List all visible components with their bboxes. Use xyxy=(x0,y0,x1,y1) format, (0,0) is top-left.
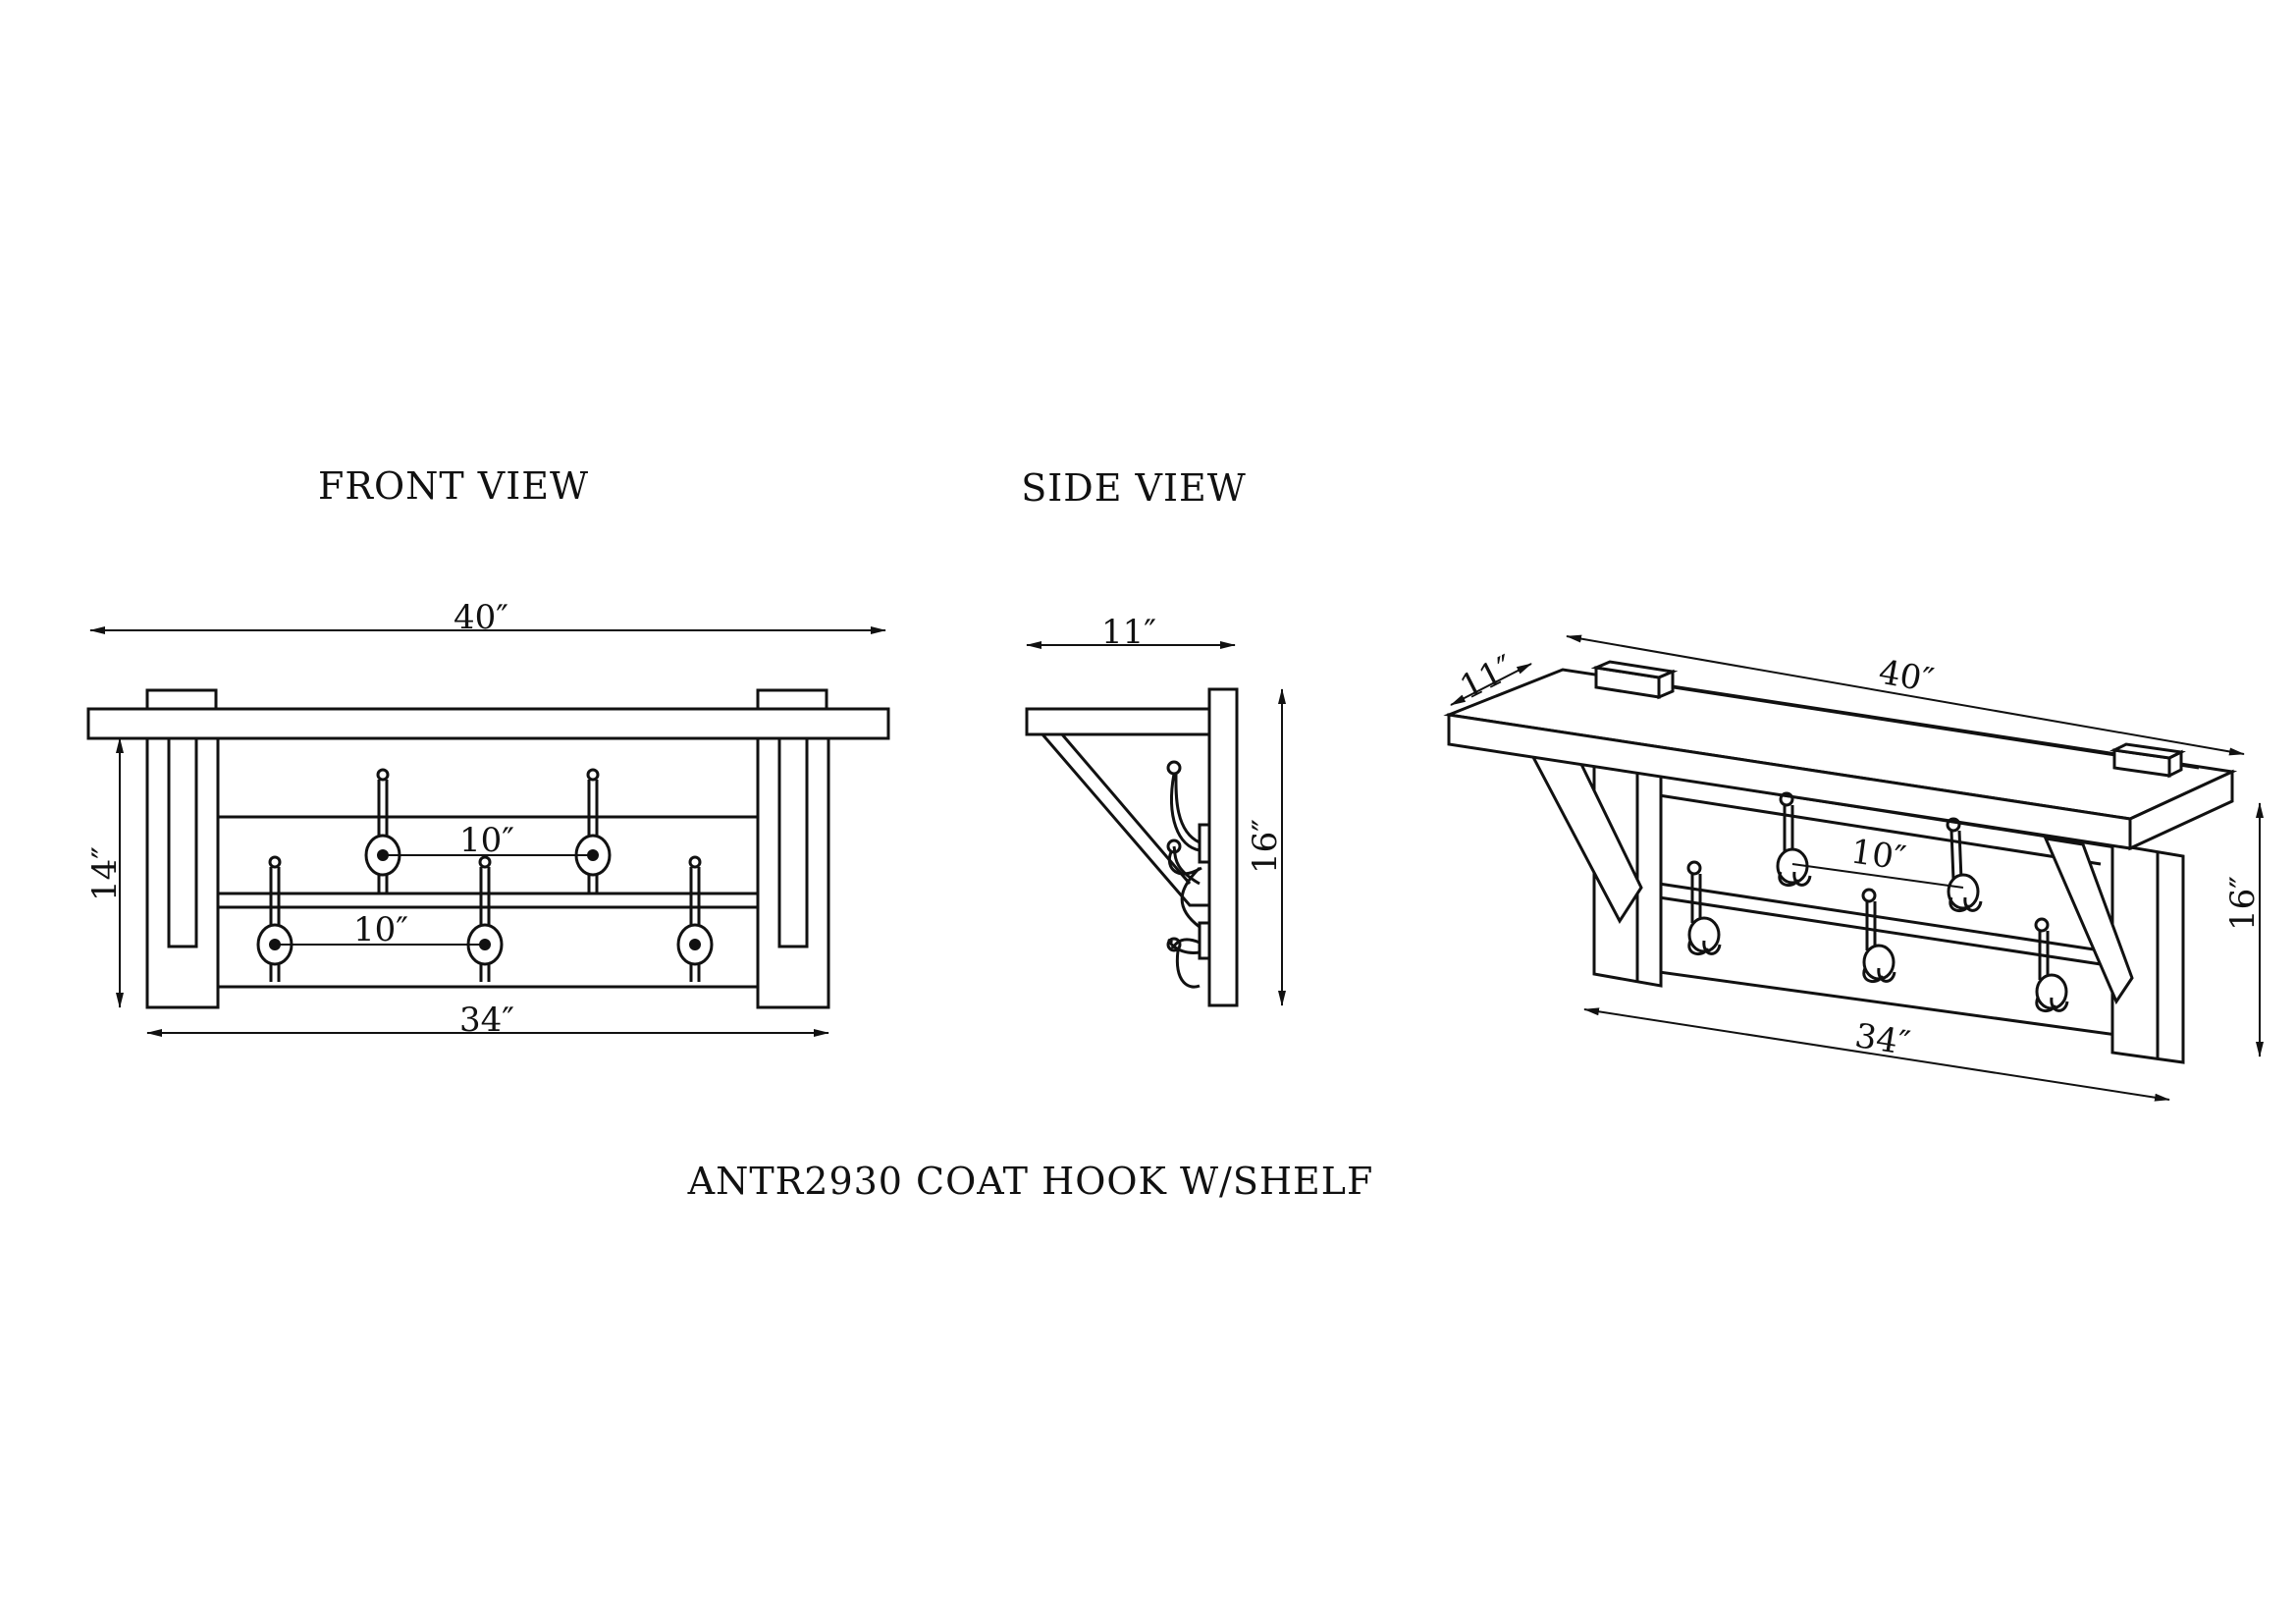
drawing-caption: ANTR2930 COAT HOOK W/SHELF xyxy=(687,1160,1374,1203)
side-view: SIDE VIEW 11″ 16″ xyxy=(1021,466,1286,1007)
iso-hook-lower-left xyxy=(1686,860,1722,956)
iso-base-dimension-line xyxy=(1583,1007,2170,1102)
front-right-top-block xyxy=(756,688,828,712)
iso-depth-dimension-line xyxy=(1450,663,1532,706)
iso-width-dimension-line xyxy=(1566,634,2245,756)
iso-height-label: 16″ xyxy=(2223,876,2263,931)
front-shelf xyxy=(86,707,890,740)
front-left-top-block xyxy=(145,688,218,712)
front-hook-lower-right xyxy=(676,855,714,982)
front-height-label: 14″ xyxy=(85,846,125,901)
side-view-title: SIDE VIEW xyxy=(1021,466,1247,510)
iso-shelf-side xyxy=(2128,769,2234,851)
front-upper-hook-spacing-label: 10″ xyxy=(459,821,514,860)
iso-hook-dimension-line xyxy=(1791,863,1964,889)
front-view-title: FRONT VIEW xyxy=(318,464,589,508)
front-view: FRONT VIEW 40″ 14″ xyxy=(85,464,890,1040)
iso-hook-lower-right xyxy=(2034,917,2069,1013)
iso-view: 11″ 40″ xyxy=(1443,634,2264,1102)
front-left-leg-inset xyxy=(167,736,198,948)
iso-hook-lower-middle xyxy=(1861,888,1896,984)
iso-width-label: 40″ xyxy=(1876,653,1937,701)
side-height-label: 16″ xyxy=(1246,819,1285,874)
front-base-width-label: 34″ xyxy=(459,1001,514,1040)
side-hook-upper xyxy=(1166,760,1211,864)
front-width-label: 40″ xyxy=(454,598,508,637)
front-hook-upper-right xyxy=(574,768,612,893)
iso-hook-spacing-label: 10″ xyxy=(1848,832,1908,878)
iso-hook-upper-right xyxy=(1946,817,1983,913)
side-back-board xyxy=(1207,687,1239,1007)
front-hook-upper-left xyxy=(364,768,401,893)
front-hook-lower-middle xyxy=(466,855,504,982)
front-lower-hook-spacing-label: 10″ xyxy=(353,910,408,949)
iso-right-bracket xyxy=(2043,837,2134,1005)
side-hook-lower xyxy=(1166,839,1211,989)
front-right-leg-inset xyxy=(777,736,809,948)
front-hook-lower-left xyxy=(256,855,294,982)
side-bracket xyxy=(1039,732,1211,907)
iso-base-width-label: 34″ xyxy=(1852,1016,1913,1063)
side-shelf xyxy=(1025,707,1211,736)
side-depth-label: 11″ xyxy=(1101,613,1156,652)
